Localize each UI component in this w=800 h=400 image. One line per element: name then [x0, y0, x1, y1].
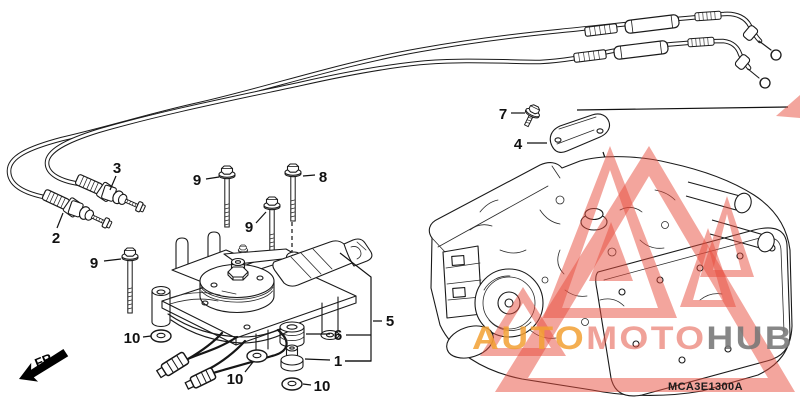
- bolt-9-left: [121, 247, 139, 314]
- collar-1: [280, 344, 304, 372]
- cable-sleeve-upper: [624, 14, 680, 34]
- callout-7: 7: [499, 106, 507, 123]
- callout-10-center: 10: [227, 371, 244, 388]
- part-code: MCA3E1300A: [668, 381, 743, 393]
- callout-2: 2: [52, 230, 60, 247]
- watermark-logo-triangles: [480, 95, 800, 392]
- bolt-8: [284, 163, 302, 222]
- watermark-part-hub: HUB: [706, 320, 794, 356]
- cable-thread-lower: [573, 49, 607, 63]
- callout-9-left: 9: [90, 255, 98, 272]
- fr-arrow-icon: [19, 348, 69, 382]
- callout-numbers: 2 3 9 8 9 9 10 10 10 6 1 5 7 4: [52, 106, 523, 395]
- washer-10-bottom: [281, 377, 303, 391]
- callout-9-middle: 9: [245, 219, 253, 236]
- cable-thread-upper: [584, 23, 618, 37]
- cable-neck-lower: [687, 36, 715, 48]
- bolt-9-top: [218, 165, 236, 228]
- callout-6: 6: [334, 327, 342, 344]
- throttle-cable-upper: [6, 11, 763, 201]
- washer-10-left: [150, 329, 172, 343]
- cable-sleeve-lower: [613, 40, 669, 60]
- callout-3: 3: [113, 160, 121, 177]
- fr-direction-arrow: FR.: [19, 348, 69, 382]
- wire-connector-1: [155, 351, 190, 379]
- cable-routing-leader-line: [576, 106, 789, 111]
- cable-end-lower: [734, 54, 771, 89]
- wire-connector-2: [184, 367, 217, 390]
- callout-5: 5: [386, 313, 394, 330]
- grommet-6: [279, 321, 305, 348]
- cable-guide-bracket-4: [549, 113, 611, 153]
- throttle-cable-lower: [44, 38, 752, 187]
- callout-1: 1: [334, 353, 342, 370]
- servo-motor-assembly: [151, 231, 373, 353]
- bolt-7: [523, 102, 544, 128]
- washer-10-center: [246, 349, 268, 363]
- cable-end-upper: [742, 25, 782, 61]
- callout-9-top: 9: [193, 172, 201, 189]
- callout-10-left: 10: [124, 330, 141, 347]
- bolt-9-middle: [263, 196, 281, 257]
- watermark-part-moto: MOTO: [586, 320, 706, 356]
- servo-wire-harness: [155, 328, 288, 390]
- cable-neck-upper: [694, 10, 722, 22]
- fr-label: FR.: [33, 349, 58, 371]
- callout-leader-lines: [56, 112, 547, 386]
- callout-8: 8: [319, 169, 327, 186]
- callout-4: 4: [514, 136, 523, 153]
- callout-10-bottom: 10: [314, 378, 331, 395]
- watermark-part-auto: AUTO: [472, 320, 586, 356]
